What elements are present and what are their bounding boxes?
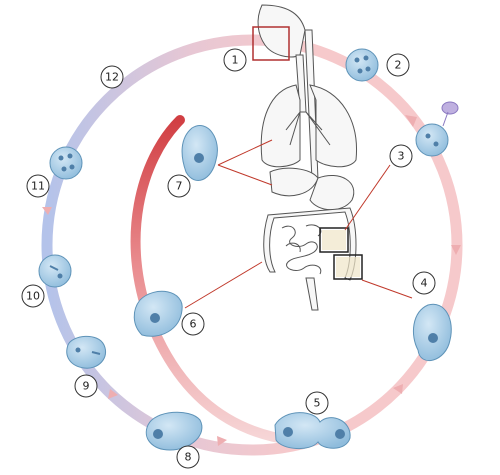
stage-label-12: 12 — [100, 65, 124, 89]
arrow-marker — [42, 207, 52, 215]
excysting-cyst — [415, 101, 459, 157]
stage-label-4: 4 — [412, 271, 436, 295]
stage-label-6: 6 — [181, 312, 205, 336]
svg-text:5: 5 — [314, 397, 321, 410]
digestive-system-illustration — [257, 4, 358, 311]
callout-line-7-liver — [217, 164, 273, 186]
stage-label-2: 2 — [386, 53, 410, 77]
right-lung — [309, 84, 358, 168]
highlight-boxes — [252, 26, 363, 280]
head-outline — [257, 4, 306, 58]
organisms — [38, 48, 459, 451]
dividing-trophozoite — [274, 412, 351, 449]
colon-highlight-box-b — [333, 254, 363, 280]
left-lung — [260, 84, 301, 168]
svg-text:3: 3 — [398, 150, 405, 163]
callout-line-3 — [344, 164, 391, 231]
callout-line-4 — [361, 279, 413, 299]
trophozoite-stage-8 — [145, 411, 203, 451]
callout-lines — [184, 139, 413, 309]
callout-line-6 — [184, 261, 263, 309]
svg-text:11: 11 — [31, 180, 45, 193]
stage-label-11: 11 — [26, 174, 50, 198]
svg-text:7: 7 — [176, 180, 183, 193]
ring-direction-arrows — [42, 115, 461, 446]
callout-line-7-lungs — [217, 139, 273, 166]
arrow-marker — [108, 389, 118, 399]
arrow-marker — [217, 436, 227, 446]
small-intestine — [281, 224, 322, 275]
svg-text:1: 1 — [232, 54, 239, 67]
arrow-marker — [405, 115, 417, 127]
cyst-stage-2 — [345, 48, 379, 82]
arrow-marker — [393, 384, 403, 394]
stage-labels: 1 2 3 4 5 6 7 8 9 10 11 12 — [21, 48, 436, 469]
svg-text:12: 12 — [105, 71, 119, 84]
svg-text:8: 8 — [185, 451, 192, 464]
stage-label-3: 3 — [389, 144, 413, 168]
svg-text:4: 4 — [421, 277, 428, 290]
stage-label-10: 10 — [21, 284, 45, 308]
stage-label-5: 5 — [305, 391, 329, 415]
mature-cyst-stage-11 — [49, 146, 83, 180]
liver — [269, 167, 319, 197]
svg-text:9: 9 — [83, 380, 90, 393]
stomach — [309, 174, 355, 211]
svg-text:2: 2 — [395, 59, 402, 72]
stage-label-7: 7 — [167, 174, 191, 198]
colon-highlight-box-a — [319, 227, 349, 253]
immature-cyst-stage-10 — [38, 254, 72, 288]
trophozoite-stage-7 — [181, 125, 218, 181]
trophozoite-stage-6 — [133, 290, 183, 337]
stage-label-8: 8 — [176, 445, 200, 469]
precyst-stage-9 — [66, 335, 106, 369]
stage-label-9: 9 — [74, 374, 98, 398]
stage-label-1: 1 — [223, 48, 247, 72]
bronchi — [285, 111, 331, 146]
trophozoite-stage-4 — [412, 303, 452, 361]
svg-text:10: 10 — [26, 290, 40, 303]
rectum — [305, 277, 319, 311]
mouth-highlight-box — [252, 26, 290, 61]
svg-text:6: 6 — [190, 318, 197, 331]
arrow-marker — [451, 245, 461, 255]
